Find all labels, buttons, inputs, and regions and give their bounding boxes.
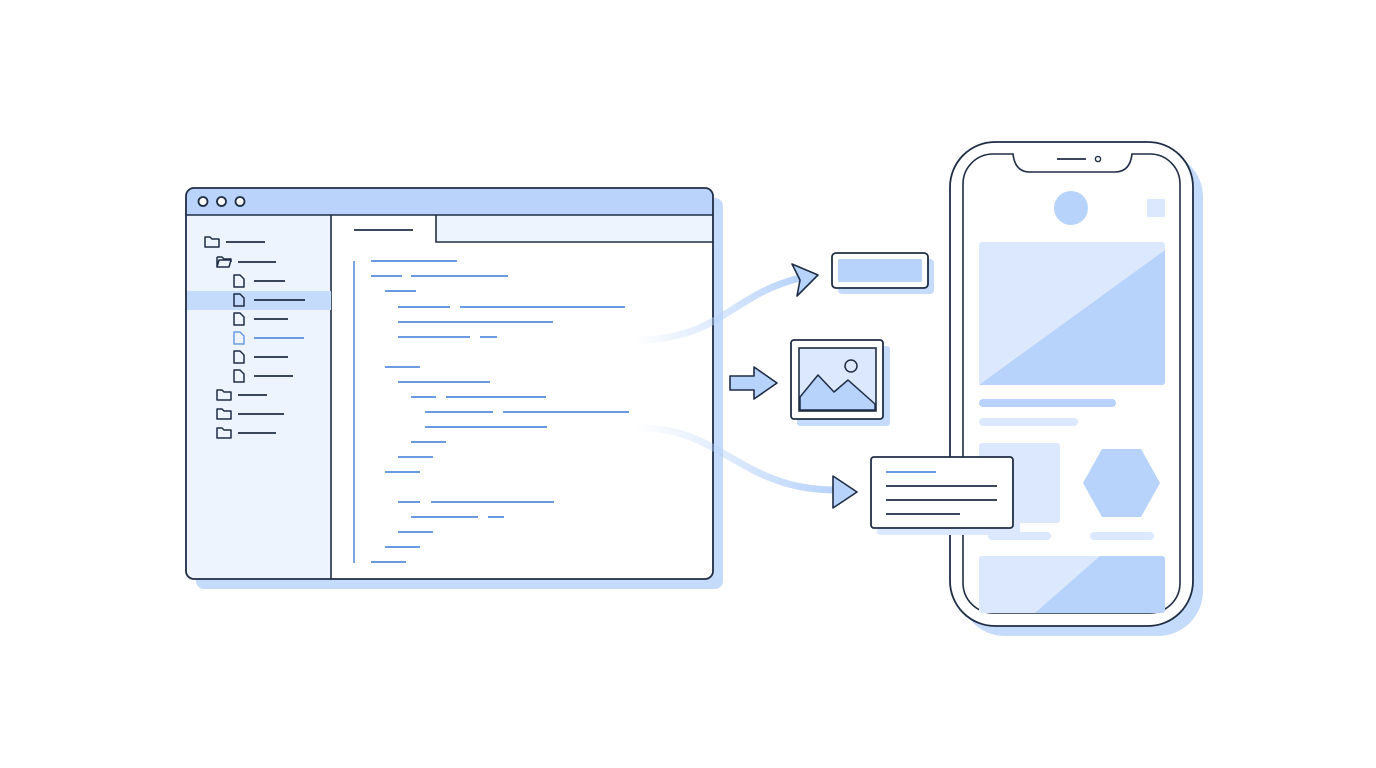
hexagon-placeholder [1083,449,1160,517]
window-minimize-dot[interactable] [216,196,227,207]
file-icon [233,293,245,307]
folder-icon [216,408,232,420]
file-icon [233,274,245,288]
tree-item-folder[interactable] [216,389,267,401]
bottom-banner-placeholder [979,556,1165,613]
tree-item-file[interactable] [233,312,288,326]
tree-item-folder-open[interactable] [216,256,276,268]
file-icon [233,369,245,383]
folder-icon [216,427,232,439]
arrow-head-icon [832,475,858,509]
code-lines [371,260,629,563]
inactive-tab-area[interactable] [436,215,713,242]
title-bar [186,188,713,215]
curved-arrow-up-trail [631,274,804,344]
menu-placeholder [1147,199,1165,217]
image-icon [798,347,877,412]
subtitle-placeholder [979,418,1078,426]
tree-item-folder[interactable] [216,427,276,439]
tree-item-file[interactable] [233,350,288,364]
tree-item-file[interactable] [233,274,285,288]
image-component-card [790,339,1004,426]
tab-border [435,215,713,243]
hero-image-placeholder [979,242,1165,385]
flow-arrows [631,263,858,509]
tree-item-folder[interactable] [204,236,265,248]
tree-item-file[interactable] [233,331,304,345]
button-preview [838,259,922,282]
code-editor-window [185,187,723,589]
smartphone [949,141,1203,636]
text-component-card [870,456,1020,535]
caption-placeholder [1090,532,1154,540]
sidebar-panel [186,215,331,579]
folder-icon [204,236,220,248]
file-tree [204,236,305,439]
file-icon [233,350,245,364]
folder-icon [216,389,232,401]
window-maximize-dot[interactable] [234,196,246,207]
file-icon [233,331,245,345]
tree-item-file[interactable] [233,369,293,383]
window-close-dot[interactable] [197,196,209,207]
tree-item-folder[interactable] [216,408,284,420]
arrow-head-icon [729,366,778,400]
phone-camera [1094,155,1102,163]
title-placeholder [979,399,1116,407]
avatar-placeholder [1054,191,1088,225]
curved-arrow-down-trail [631,424,839,494]
file-icon [233,312,245,326]
tree-item-file[interactable] [233,293,305,307]
arrow-head-icon [791,263,819,297]
folder-open-icon [216,256,232,268]
